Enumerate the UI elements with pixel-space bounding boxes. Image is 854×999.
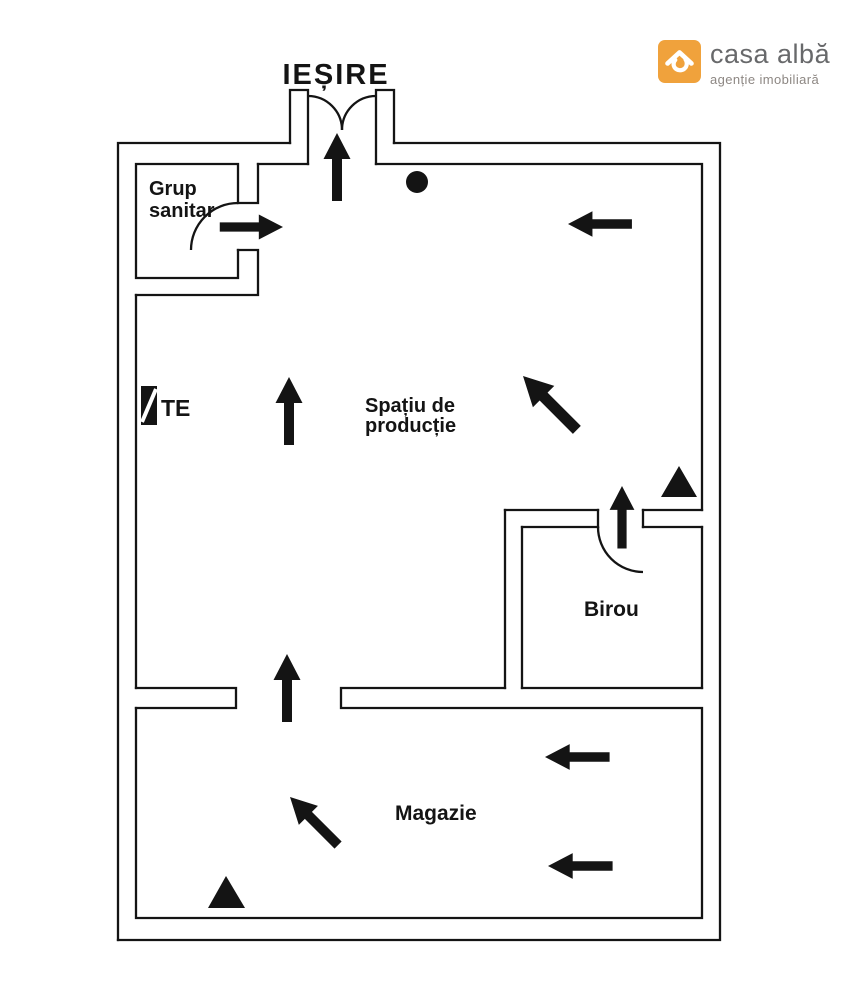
exit-label: IEȘIRE: [282, 59, 389, 91]
sanitary-room-outline: [134, 162, 240, 280]
electrical-panel-label: TE: [161, 395, 190, 421]
room-label-office: Birou: [584, 598, 639, 621]
storage-partition-left: [134, 686, 238, 710]
logo-tagline: agenție imobiliară: [710, 72, 820, 87]
office-door-arc: [596, 526, 644, 574]
room-label-production: Spațiu de producție: [365, 395, 461, 437]
electrical-panel-symbol: [140, 386, 158, 425]
sanitary-door-arc: [189, 201, 239, 251]
logo-text: casa albă agenție imobiliară: [710, 39, 831, 87]
sanitary-partition-upper: [236, 162, 260, 205]
storage-flow-arrow-upleft: [280, 787, 348, 855]
sanitary-partition-lower: [134, 248, 260, 297]
exit-door-jamb-left: [288, 88, 310, 166]
exit-door-jamb-right: [374, 88, 396, 166]
agency-logo: casa albă agenție imobiliară: [658, 40, 830, 86]
storage-room-outline: [134, 686, 704, 920]
exit-flow-arrow-up: [323, 133, 351, 201]
room-label-production-line2: producție: [365, 415, 456, 437]
sanitary-flow-arrow-right: [219, 214, 283, 240]
house-icon: [658, 40, 701, 83]
storage-flow-arrow-left-bottom: [548, 853, 613, 879]
flow-arrows: [219, 133, 635, 879]
storage-flow-arrow-left-top: [545, 744, 610, 770]
storage-opening-flow-arrow-up: [273, 654, 301, 722]
room-label-sanitary: Grup sanitar: [149, 178, 215, 222]
triangle-marker-office: [661, 466, 697, 497]
top-wall-inner-right: [374, 162, 704, 512]
exit-door-leaf-right-arc: [340, 94, 377, 131]
room-label-sanitary-line1: Grup: [149, 178, 197, 200]
logo-name: casa albă: [710, 39, 831, 69]
production-flow-arrow-upleft: [512, 365, 588, 441]
triangle-marker-storage: [208, 876, 245, 908]
walls: [116, 88, 722, 942]
production-flow-arrow-left: [568, 211, 632, 237]
production-flow-arrow-up: [275, 377, 303, 445]
room-label-production-line1: Spațiu de: [365, 395, 455, 417]
exit-door-leaf-left-arc: [307, 94, 344, 131]
outer-wall-right-bottom: [116, 141, 722, 942]
room-label-sanitary-line2: sanitar: [149, 200, 215, 222]
circle-marker: [406, 171, 428, 193]
room-label-storage: Magazie: [395, 802, 477, 825]
outer-wall-left-top: [116, 141, 292, 942]
office-flow-arrow-up: [609, 486, 635, 549]
